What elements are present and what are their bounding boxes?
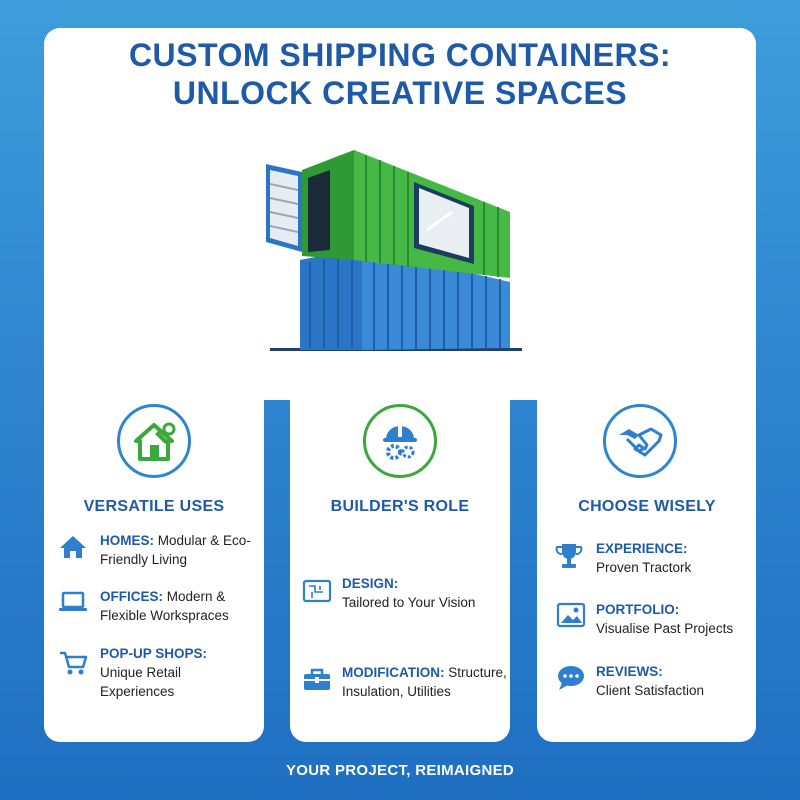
toolbox-icon xyxy=(304,668,330,690)
footer-tagline: YOUR PROJECT, REIMAIGNED xyxy=(285,762,515,779)
list-item-design: DESIGN: Tailored to Your Vision xyxy=(342,576,476,610)
list-item-offices: OFFICES: Modern & Flexible Workspraces xyxy=(100,589,229,623)
title-line-2: UNLOCK CREATIVE SPACES xyxy=(172,75,628,111)
column-title-versatile-uses: VERSATILE USES xyxy=(83,498,225,515)
list-item-popup-shops: POP-UP SHOPS: Unique Retail Experiences xyxy=(100,646,208,699)
list-item-reviews: REVIEWS: Client Satisfaction xyxy=(596,664,705,698)
chat-bubble-icon xyxy=(558,666,584,690)
column-title-choose-wisely: CHOOSE WISELY xyxy=(578,498,716,515)
image-icon xyxy=(556,602,586,628)
shipping-container-illustration xyxy=(266,150,522,351)
list-item-homes: HOMES: Modular & Eco- Friendly Living xyxy=(100,533,251,567)
shopping-cart-icon xyxy=(60,651,88,675)
blueprint-icon xyxy=(302,579,332,603)
page-title: CUSTOM SHIPPING CONTAINERS: UNLOCK CREAT… xyxy=(0,36,800,112)
home-icon xyxy=(60,536,86,558)
hard-hat-gears-icon xyxy=(363,404,437,478)
column-title-builders-role: BUILDER'S ROLE xyxy=(330,498,470,515)
list-item-portfolio: PORTFOLIO: Visualise Past Projects xyxy=(596,602,734,636)
list-item-experience: EXPERIENCE: Proven Tractork xyxy=(596,541,692,575)
title-line-1: CUSTOM SHIPPING CONTAINERS: xyxy=(128,37,672,73)
laptop-icon xyxy=(59,591,87,611)
trophy-icon xyxy=(555,544,583,568)
list-item-modification: MODIFICATION: Structure, Insulation, Uti… xyxy=(342,665,507,699)
house-wrench-icon xyxy=(117,404,191,478)
handshake-icon xyxy=(603,404,677,478)
